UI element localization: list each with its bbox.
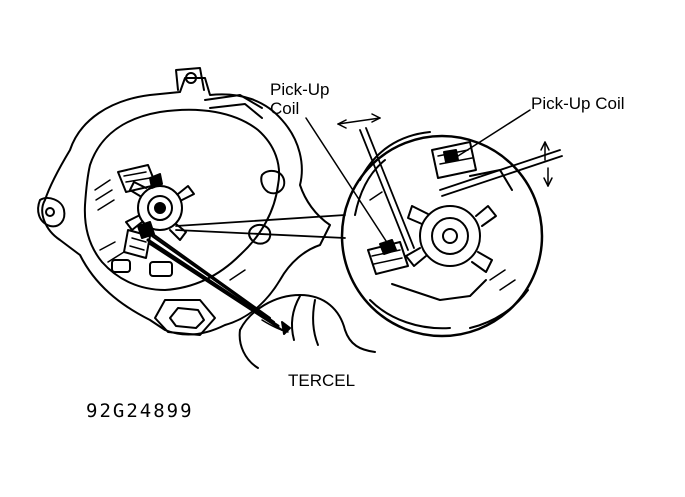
hand (238, 294, 376, 369)
magnifier-callout-lines (175, 214, 346, 239)
pickup-coil-label-right: Pick-Up Coil (531, 94, 625, 113)
pickup-coil-label-left-line1: Pick-Up (270, 80, 330, 99)
magnified-detail (340, 127, 563, 338)
gap-dimension-arrows (337, 113, 553, 187)
figure-id: 92G24899 (86, 400, 194, 422)
pickup-coil-label-left: Pick-Up Coil (270, 80, 330, 118)
label-leaders (305, 109, 531, 245)
model-label: TERCEL (288, 371, 356, 390)
distributor-housing (37, 67, 331, 336)
signal-rotor-left (111, 164, 195, 277)
pickup-coil-label-left-line2: Coil (270, 99, 300, 118)
feeler-gauge (146, 231, 283, 331)
